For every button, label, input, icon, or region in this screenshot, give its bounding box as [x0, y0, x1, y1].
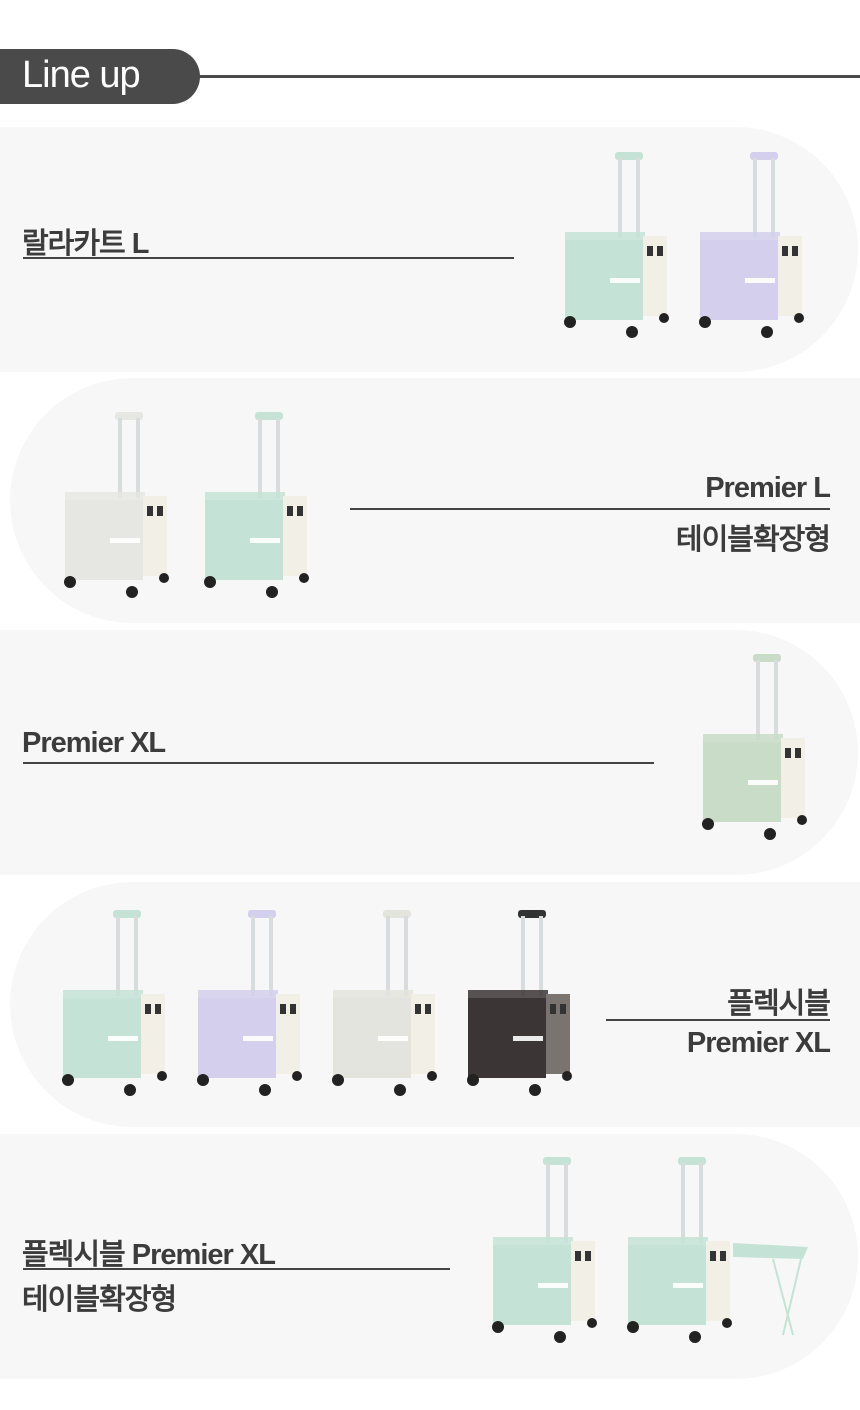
product-name: Premier L	[705, 472, 831, 504]
trolley-cart-image	[60, 410, 175, 605]
product-name: 랄라카트 L	[22, 228, 149, 260]
divider	[350, 508, 830, 510]
trolley-cart-image	[695, 150, 810, 345]
divider	[606, 1019, 830, 1021]
trolley-cart-image	[58, 908, 173, 1103]
trolley-cart-image	[328, 908, 443, 1103]
product-name: 플렉시블 Premier XL	[22, 1239, 276, 1271]
divider	[23, 257, 514, 259]
product-name: Premier XL	[22, 727, 166, 759]
trolley-cart-image	[623, 1155, 813, 1350]
trolley-cart-image	[200, 410, 315, 605]
trolley-cart-image	[193, 908, 308, 1103]
divider	[23, 762, 654, 764]
trolley-cart-image	[560, 150, 675, 345]
product-subtitle: Premier XL	[686, 1027, 831, 1059]
divider	[198, 75, 860, 78]
section-title: Line up	[22, 54, 141, 96]
trolley-cart-image	[463, 908, 578, 1103]
product-subtitle: 테이블확장형	[22, 1284, 177, 1316]
divider	[23, 1268, 450, 1270]
product-subtitle: 테이블확장형	[675, 524, 831, 556]
trolley-cart-image	[698, 652, 813, 847]
trolley-cart-image	[488, 1155, 603, 1350]
product-name: 플렉시블	[727, 988, 831, 1020]
section-title-badge: Line up	[0, 49, 200, 104]
